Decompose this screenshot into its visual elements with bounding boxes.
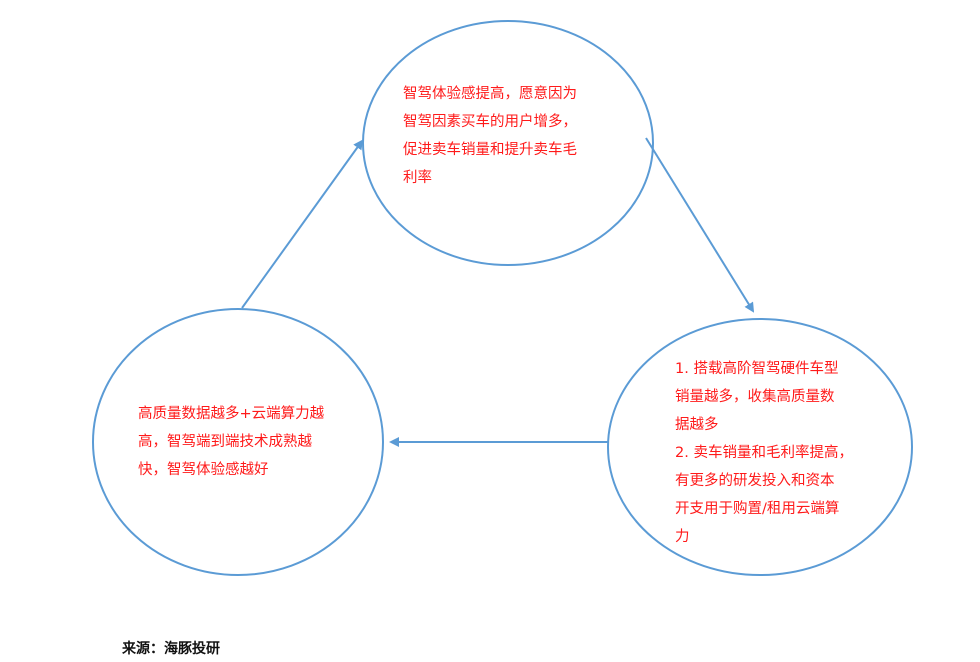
arrow-top-to-right <box>645 137 755 313</box>
right-node-text: 1. 搭载高阶智驾硬件车型 销量越多，收集高质量数 据越多 2. 卖车销量和毛利… <box>675 355 853 551</box>
left-node-text: 高质量数据越多+云端算力越 高，智驾端到端技术成熟越 快，智驾体验感越好 <box>138 400 324 484</box>
right-node-line: 有更多的研发投入和资本 <box>675 473 835 489</box>
top-node-line: 利率 <box>403 170 432 186</box>
left-circle <box>92 308 384 576</box>
right-node-line: 1. 搭载高阶智驾硬件车型 <box>675 361 839 377</box>
right-node-line: 开支用于购置/租用云端算 <box>675 501 840 517</box>
right-node-line: 力 <box>675 529 690 545</box>
arrow-left-to-top <box>241 139 364 309</box>
right-circle <box>607 318 913 576</box>
source-note: 来源：海豚投研 <box>122 641 220 657</box>
left-node-line: 高质量数据越多+云端算力越 <box>138 406 325 422</box>
right-node-line: 据越多 <box>675 417 719 433</box>
left-node-line: 高，智驾端到端技术成熟越 <box>138 434 312 450</box>
left-node-line: 快，智驾体验感越好 <box>138 462 269 478</box>
right-node-line: 销量越多，收集高质量数 <box>675 389 835 405</box>
right-node-line: 2. 卖车销量和毛利率提高， <box>675 445 853 461</box>
top-node-line: 促进卖车销量和提升卖车毛 <box>403 142 577 158</box>
top-node-line: 智驾因素买车的用户增多， <box>403 114 577 130</box>
top-node-line: 智驾体验感提高，愿意因为 <box>403 86 577 102</box>
top-node-text: 智驾体验感提高，愿意因为 智驾因素买车的用户增多， 促进卖车销量和提升卖车毛 利… <box>403 80 577 192</box>
